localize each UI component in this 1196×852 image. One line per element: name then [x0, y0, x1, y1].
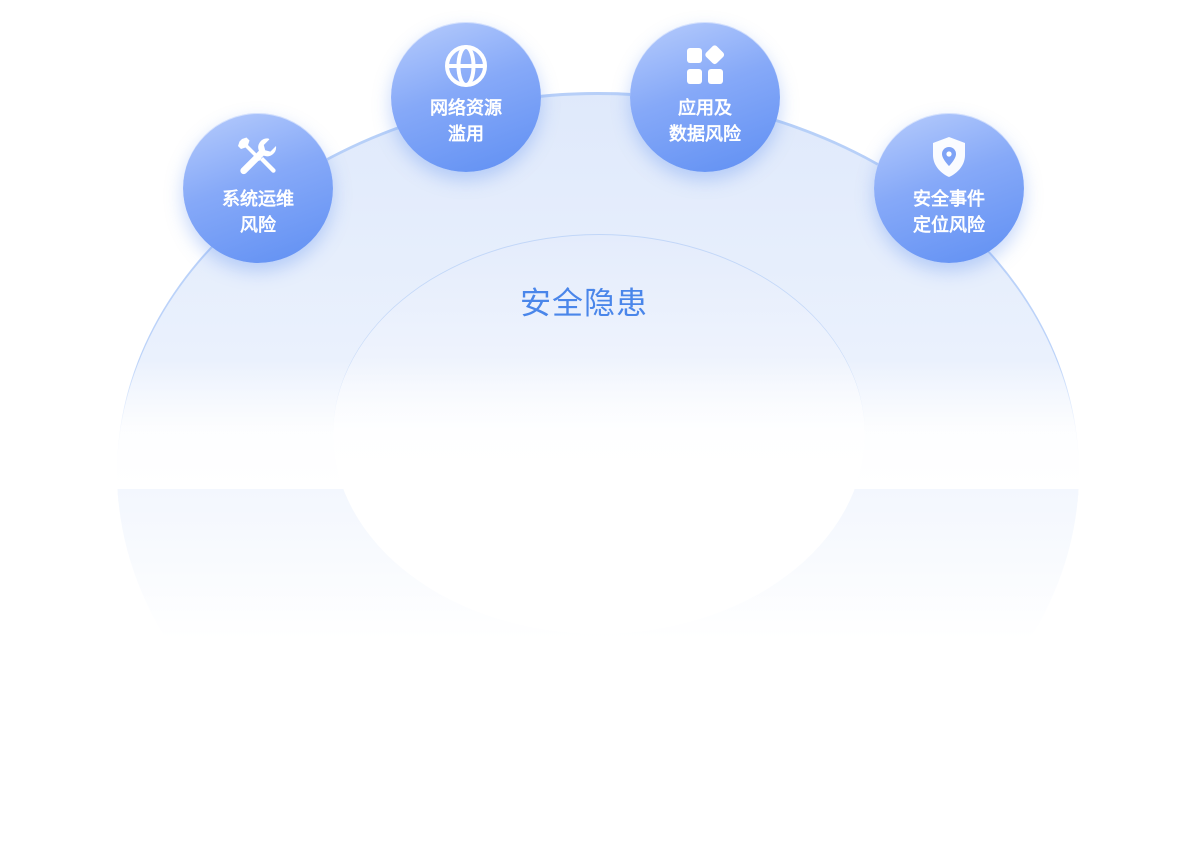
node-system-ops-risk: 系统运维 风险 [183, 113, 333, 263]
bottom-fade [0, 360, 1196, 489]
node-network-abuse: 网络资源 滥用 [391, 22, 541, 172]
node-app-data-risk: 应用及 数据风险 [630, 22, 780, 172]
node-label-line1: 安全事件 [913, 189, 985, 210]
node-label-line2: 定位风险 [913, 215, 985, 236]
node-security-event-risk: 安全事件 定位风险 [874, 113, 1024, 263]
shield-location-icon [925, 133, 973, 181]
node-label-line2: 风险 [240, 215, 276, 236]
tools-icon [234, 133, 282, 181]
node-label: 网络资源 滥用 [391, 96, 541, 148]
node-label-line1: 网络资源 [430, 98, 502, 119]
node-label-line1: 应用及 [678, 98, 732, 119]
node-label-line2: 数据风险 [669, 124, 741, 145]
node-label: 系统运维 风险 [183, 187, 333, 239]
node-label-line1: 系统运维 [222, 189, 294, 210]
center-label: 安全隐患 [520, 286, 648, 322]
node-label: 应用及 数据风险 [630, 96, 780, 148]
apps-grid-icon [681, 42, 729, 90]
node-label-line2: 滥用 [448, 124, 484, 145]
node-label: 安全事件 定位风险 [874, 187, 1024, 239]
security-risk-diagram: 安全隐患 系统运维 风险 网络资源 滥用 [0, 22, 1196, 852]
globe-icon [442, 42, 490, 90]
